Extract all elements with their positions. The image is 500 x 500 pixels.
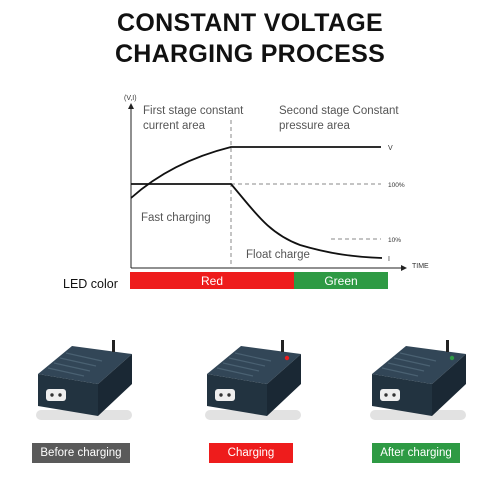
- stage2-label-line1: Second stage Constant: [279, 105, 399, 117]
- current-curve: [131, 183, 383, 259]
- status-label-before-charging: Before charging: [32, 443, 130, 463]
- x-axis-label: TIME: [412, 263, 429, 270]
- voltage-curve: [130, 146, 381, 199]
- charging-curve-diagram: (V,I) TIME First stage constant current …: [124, 95, 429, 271]
- led-green-bar: Green: [294, 272, 388, 289]
- led-color-label: LED color: [63, 277, 118, 291]
- status-label-charging: Charging: [209, 443, 293, 463]
- stage1-label-line2: current area: [143, 120, 206, 132]
- float-charge-label: Float charge: [246, 249, 310, 261]
- level-10-label: 10%: [388, 237, 401, 244]
- status-label-after-charging: After charging: [372, 443, 460, 463]
- title-line-2: CHARGING PROCESS: [114, 40, 386, 68]
- charger-image-after: [370, 340, 466, 420]
- stage2-label-line2: pressure area: [279, 120, 351, 132]
- led-red-bar: Red: [130, 272, 294, 289]
- charger-image-before: [36, 340, 132, 420]
- title-line-1: CONSTANT VOLTAGE: [117, 9, 383, 37]
- fast-charging-label: Fast charging: [141, 212, 211, 224]
- current-curve-label: I: [388, 256, 390, 263]
- charger-image-charging: [205, 340, 301, 420]
- level-100-label: 100%: [388, 182, 405, 189]
- voltage-curve-label: V: [388, 145, 393, 152]
- y-axis-label: (V,I): [124, 95, 137, 102]
- stage1-label-line1: First stage constant: [143, 105, 244, 117]
